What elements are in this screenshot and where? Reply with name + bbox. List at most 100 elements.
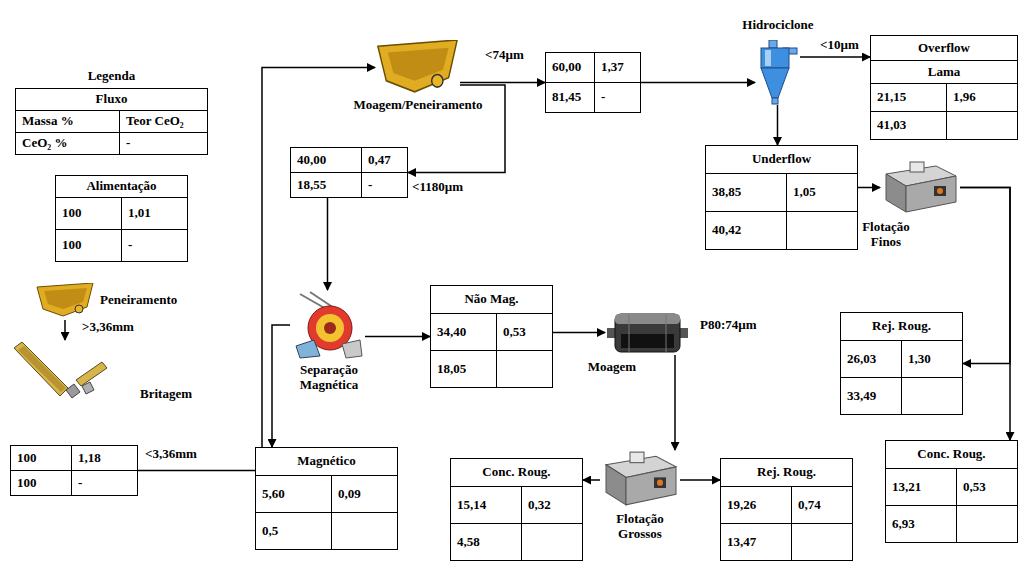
- icon-part: [666, 314, 667, 352]
- stream-table: LegendaFluxoMassa %Teor CeO₂CeO₂ %-: [15, 88, 208, 155]
- table-cell: 60,00: [546, 53, 594, 82]
- table-cell: 81,45: [546, 83, 594, 112]
- table-header: Fluxo: [96, 92, 128, 106]
- flow-arrow: [272, 325, 290, 447]
- table-cell: 5,60: [256, 476, 331, 512]
- equipment-unit: Flotação Grossos: [600, 450, 680, 508]
- table-value: 21,15: [877, 90, 906, 104]
- icon-part: [629, 314, 630, 352]
- table-cell: 100: [11, 446, 71, 470]
- flow-arrow: [777, 105, 779, 145]
- stream-table: Alimentação1001,01100-: [55, 175, 188, 262]
- table-header: Conc. Roug.: [482, 465, 550, 479]
- stream-table: OverflowLama21,151,9641,03: [870, 35, 1018, 140]
- icon-part: [607, 328, 615, 338]
- icon-part: [630, 452, 644, 463]
- stream-label: <3,36mm: [145, 447, 197, 461]
- stream-table: 1001,18100-: [10, 445, 138, 496]
- table-value: 18,05: [437, 362, 466, 376]
- table-cell: Alimentação: [56, 176, 187, 197]
- table-value: 13,47: [727, 535, 756, 549]
- table-cell: Fluxo: [16, 89, 207, 110]
- icon-part: [657, 480, 663, 486]
- table-cell: -: [72, 471, 137, 495]
- table-cell: 0,47: [362, 148, 407, 172]
- table-value: 0,74: [798, 498, 821, 512]
- equipment-unit: Britagem: [10, 340, 110, 400]
- table-cell: 0,74: [792, 487, 852, 523]
- table-cell: 0,53: [497, 314, 552, 350]
- table-header: Overflow: [918, 41, 970, 55]
- table-header: Underflow: [752, 152, 811, 166]
- table-cell: [332, 513, 397, 549]
- table-value: 1,18: [78, 451, 101, 465]
- table-cell: 26,03: [841, 341, 901, 377]
- stream-label: <10µm: [820, 38, 859, 52]
- table-cell: 0,5: [256, 513, 331, 549]
- table-cell: 6,93: [886, 506, 956, 542]
- table-value: -: [126, 136, 130, 150]
- table-cell: Conc. Roug.: [451, 459, 582, 486]
- table-cell: 4,58: [451, 524, 521, 560]
- icon-part: [765, 50, 771, 66]
- equipment-icon: [290, 290, 365, 360]
- table-cell: 18,55: [291, 173, 361, 197]
- legend-title: Legenda: [15, 68, 208, 84]
- table-cell: CeO₂ %: [16, 133, 119, 154]
- equipment-label: Separação Magnética: [285, 363, 373, 393]
- table-value: 40,42: [712, 223, 741, 237]
- table-cell: [902, 378, 962, 414]
- table-value: 38,85: [712, 185, 741, 199]
- equipment-label: Flotação Grossos: [605, 512, 675, 542]
- table-cell: 41,03: [871, 112, 946, 139]
- equipment-icon: [605, 310, 690, 355]
- equipment-icon: [880, 160, 960, 215]
- stream-table: Underflow 38,85 1,05 40,42: [705, 145, 858, 250]
- table-cell: 40,00: [291, 148, 361, 172]
- icon-part: [432, 75, 443, 88]
- table-cell: 1,37: [595, 53, 640, 82]
- table-cell: -: [595, 83, 640, 112]
- equipment-icon: [35, 283, 95, 318]
- table-cell: Conc. Roug.: [886, 441, 1017, 468]
- flow-arrow: [365, 336, 430, 338]
- table-value: 1,37: [601, 60, 624, 74]
- icon-part: [906, 176, 956, 212]
- table-value: 1,05: [793, 185, 816, 199]
- flow-arrow: [327, 198, 329, 290]
- flow-arrow: [960, 188, 1010, 441]
- icon-part: [680, 328, 688, 338]
- table-cell: [787, 212, 857, 249]
- equipment-label: Hidrociclone: [733, 18, 823, 33]
- icon-part: [316, 314, 344, 342]
- flow-arrow: [460, 82, 545, 84]
- icon-part: [615, 314, 680, 352]
- stream-label: >3,36mm: [82, 320, 134, 334]
- table-cell: 18,05: [431, 351, 496, 387]
- stream-table: Conc. Roug.13,210,536,93: [885, 440, 1018, 543]
- equipment-icon: [755, 40, 800, 105]
- table-value: 0,53: [963, 480, 986, 494]
- icon-part: [324, 322, 336, 334]
- flow-arrow: [960, 188, 1010, 364]
- table-cell: 0,53: [957, 469, 1017, 505]
- table-value: 1,01: [128, 206, 151, 220]
- icon-part: [76, 362, 107, 386]
- table-value: 41,03: [877, 118, 906, 132]
- table-cell: Magnético: [256, 448, 397, 475]
- table-value: 0,5: [262, 524, 278, 538]
- icon-part: [654, 477, 666, 488]
- equipment-label: Peneiramento: [100, 293, 210, 308]
- table-value: 100: [17, 476, 37, 490]
- stream-table: Rej. Roug.26,031,3033,49: [840, 312, 963, 415]
- stream-table: Conc. Roug.15,140,324,58: [450, 458, 583, 561]
- table-value: 60,00: [552, 60, 581, 74]
- icon-part: [18, 346, 66, 392]
- table-header: Não Mag.: [464, 292, 518, 306]
- icon-part: [296, 340, 320, 358]
- stream-table: 40,000,4718,55-: [290, 147, 408, 198]
- equipment-label: Moagem/Peneiramento: [343, 98, 493, 113]
- table-value: 0,09: [338, 487, 361, 501]
- table-header: Rej. Roug.: [757, 465, 816, 479]
